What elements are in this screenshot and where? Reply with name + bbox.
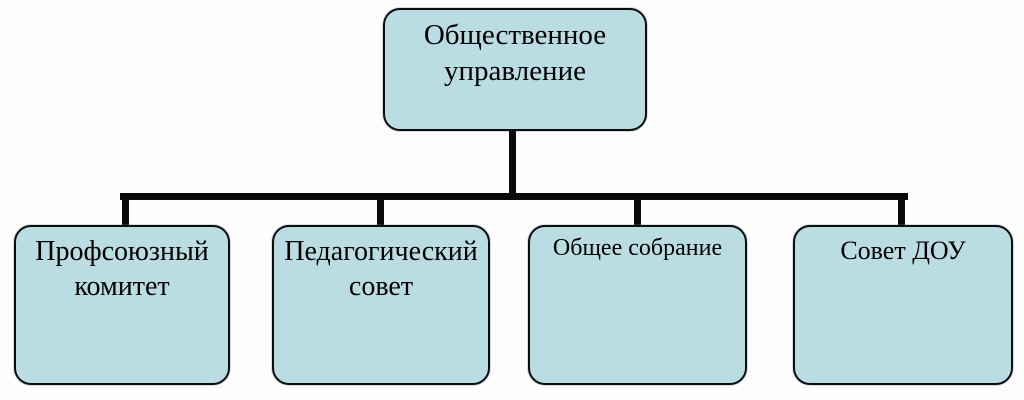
node-label: Общее собрание xyxy=(552,235,723,261)
node-general-meeting: Общее собрание xyxy=(528,225,747,385)
node-dou-council: Совет ДОУ xyxy=(793,225,1013,385)
connector-stub-general-meeting xyxy=(634,196,641,226)
node-union-committee: Профсоюзный комитет xyxy=(14,225,230,385)
connector-root-vertical xyxy=(509,131,516,200)
connector-stub-union-committee xyxy=(122,196,129,226)
connector-stub-dou-council xyxy=(898,196,905,226)
connector-stub-pedagogical-council xyxy=(377,196,384,226)
node-label: Педагогический совет xyxy=(284,236,478,302)
connector-horizontal-bus xyxy=(120,193,908,200)
node-public-management: Общественное управление xyxy=(383,8,647,131)
node-label: Совет ДОУ xyxy=(840,236,966,265)
node-pedagogical-council: Педагогический совет xyxy=(272,225,490,385)
node-label: Общественное управление xyxy=(423,19,607,87)
node-label: Профсоюзный комитет xyxy=(35,236,209,302)
